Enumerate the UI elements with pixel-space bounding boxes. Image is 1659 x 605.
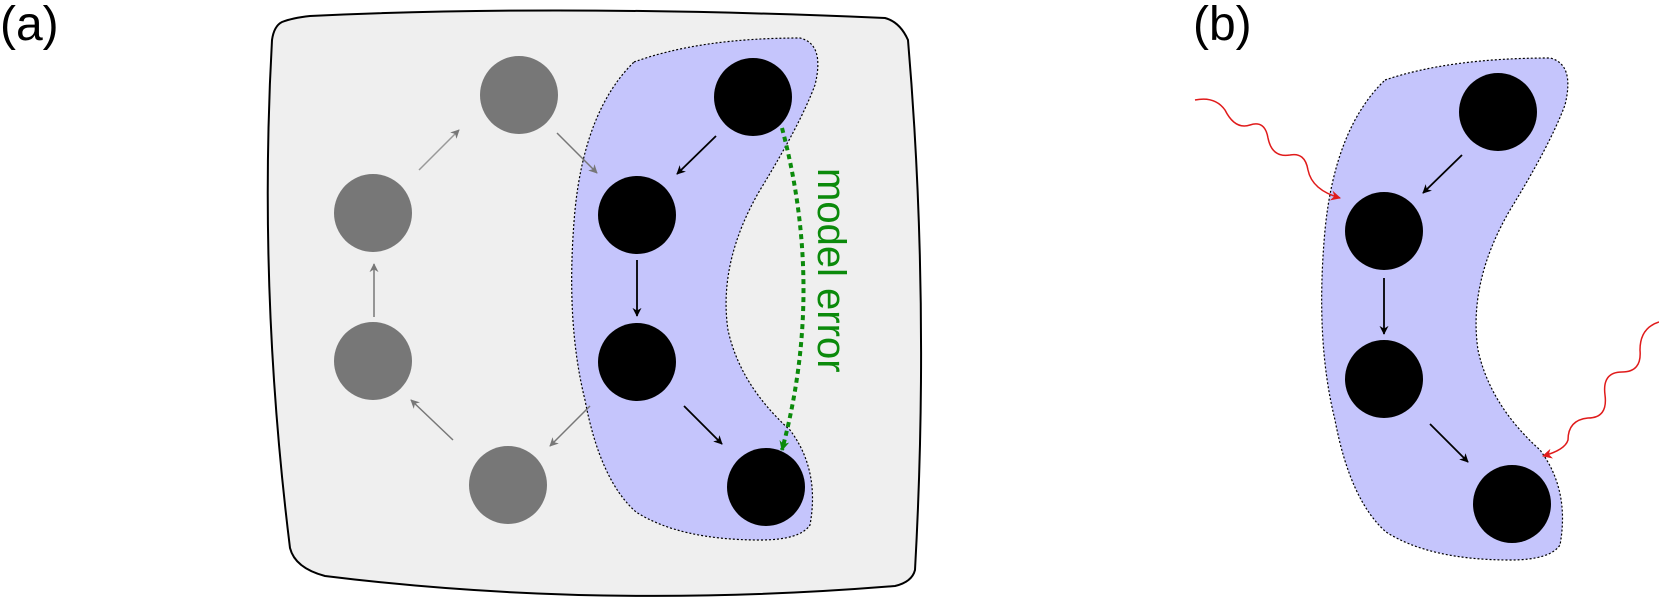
panel-a-label: (a) <box>0 0 59 51</box>
subset-region-b <box>1321 57 1569 561</box>
arrow-gray-2 <box>556 132 598 174</box>
node-b-1 <box>1459 73 1537 151</box>
arrow-gray-4 <box>410 399 454 441</box>
node-black-3 <box>598 323 676 401</box>
node-gray-1 <box>480 56 558 134</box>
panel-b-label: (b) <box>1193 0 1252 51</box>
model-error-label: model error <box>809 168 853 373</box>
node-black-4 <box>727 448 805 526</box>
node-b-3 <box>1345 340 1423 418</box>
arrow-black-3 <box>683 405 723 445</box>
arrow-gray-1 <box>418 129 460 171</box>
node-gray-2 <box>334 174 412 252</box>
model-error-arrow <box>779 127 806 451</box>
node-b-2 <box>1345 192 1423 270</box>
subset-region-a <box>571 37 819 541</box>
arrow-black-1 <box>676 135 717 175</box>
perturbation-arrow-2 <box>1542 321 1659 459</box>
node-black-2 <box>598 176 676 254</box>
panel-a: (a) model error <box>0 0 923 597</box>
node-b-4 <box>1473 465 1551 543</box>
node-gray-3 <box>334 322 412 400</box>
node-gray-4 <box>469 446 547 524</box>
arrow-gray-5 <box>549 405 591 447</box>
panel-b: (b) <box>1193 0 1659 561</box>
node-black-1 <box>714 58 792 136</box>
arrow-b-3 <box>1429 423 1469 463</box>
arrow-b-1 <box>1422 154 1463 194</box>
perturbation-arrow-1 <box>1194 98 1341 201</box>
